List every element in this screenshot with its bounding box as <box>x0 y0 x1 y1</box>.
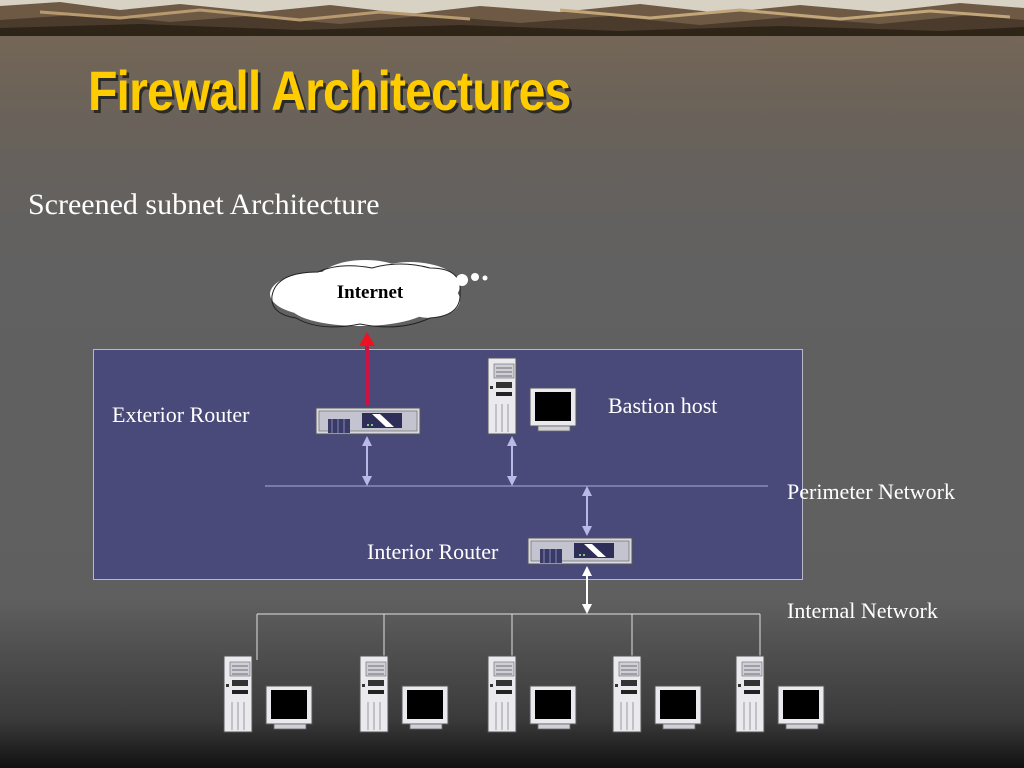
server-tower-icon <box>735 655 765 733</box>
internet-link-arrowhead <box>359 332 375 346</box>
subtitle: Screened subnet Architecture <box>28 188 380 221</box>
monitor-icon <box>777 685 825 730</box>
server-tower-icon <box>359 655 389 733</box>
internal-workstation <box>359 655 449 733</box>
bastion-host-server-icon <box>487 357 517 435</box>
server-tower-icon <box>487 655 517 733</box>
internal-workstation <box>735 655 825 733</box>
interior-router-icon <box>527 537 633 565</box>
monitor-icon <box>265 685 313 730</box>
decorative-banner <box>0 0 1024 36</box>
exterior-router-label: Exterior Router <box>112 402 250 427</box>
server-tower-icon <box>612 655 642 733</box>
internal-workstation <box>487 655 577 733</box>
bastion-host-label: Bastion host <box>608 393 718 418</box>
server-tower-icon <box>223 655 253 733</box>
page-title: Firewall Architectures <box>88 59 571 122</box>
monitor-icon <box>529 685 577 730</box>
monitor-icon <box>654 685 702 730</box>
internal-network-bus <box>256 613 761 660</box>
monitor-icon <box>401 685 449 730</box>
exterior-router-icon <box>315 407 421 435</box>
perimeter-network-zone <box>93 349 803 580</box>
perimeter-network-label: Perimeter Network <box>787 479 955 504</box>
cloud-icon <box>270 260 488 328</box>
internal-network-link <box>582 566 592 614</box>
internal-workstation <box>612 655 702 733</box>
internal-workstation <box>223 655 313 733</box>
exterior-router-link <box>362 436 372 486</box>
bastion-host-link <box>507 436 517 486</box>
interior-router-upper-link <box>582 486 592 536</box>
internet-label: Internet <box>336 282 404 303</box>
internal-network-label: Internal Network <box>787 598 938 623</box>
interior-router-label: Interior Router <box>367 539 499 564</box>
bastion-host-monitor-icon <box>529 387 577 432</box>
